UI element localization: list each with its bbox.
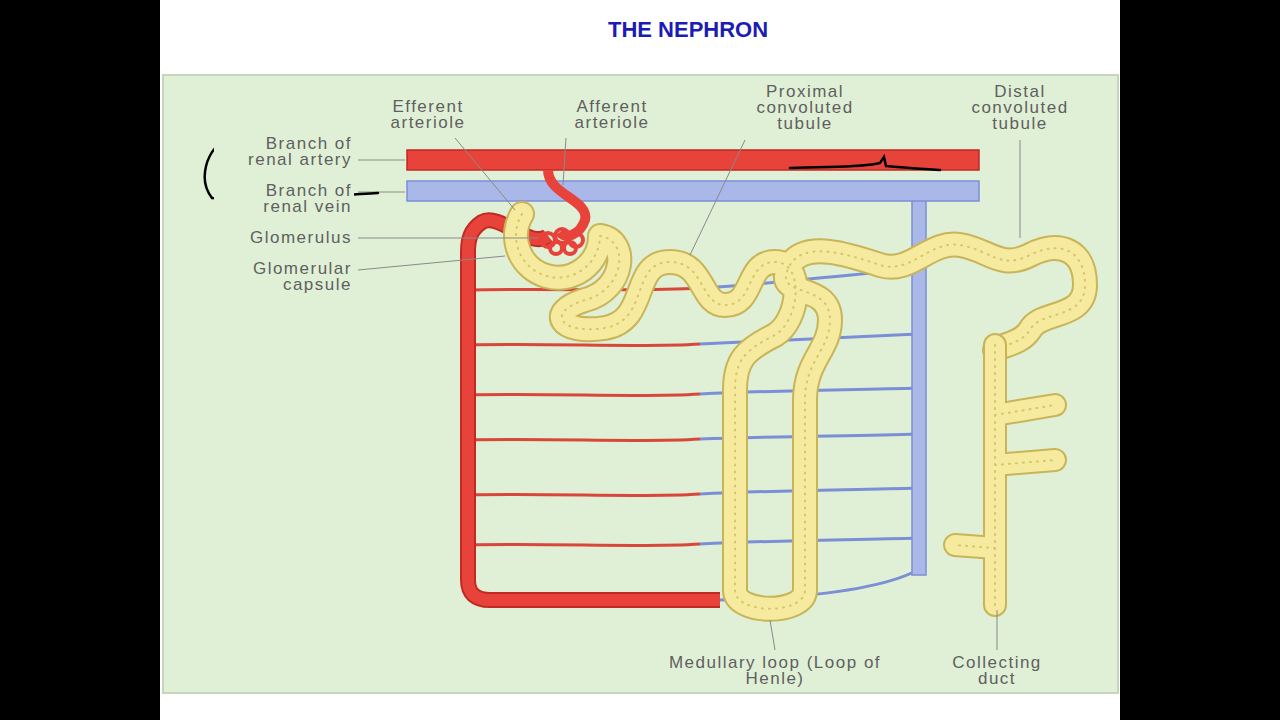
part-label: Glomerulus xyxy=(248,230,354,246)
diagram-panel xyxy=(163,75,1118,693)
glomerulus-knot xyxy=(541,229,583,254)
part-label: Afferent arteriole xyxy=(552,99,672,131)
part-label: Collecting duct xyxy=(929,655,1065,687)
tubule xyxy=(516,214,1085,609)
part-label: Branch of renal vein xyxy=(214,183,354,215)
part-label: Medullary loop (Loop of Henle) xyxy=(655,655,895,687)
renal-artery-branch xyxy=(407,150,979,170)
part-label: Branch of renal artery xyxy=(214,136,354,168)
side-bar xyxy=(0,0,160,720)
part-label: Proximal convoluted tubule xyxy=(742,84,868,132)
part-label: Glomerular capsule xyxy=(224,261,354,293)
diagram-title: THE NEPHRON xyxy=(608,17,768,43)
side-bar xyxy=(1120,0,1280,720)
capillary-network xyxy=(468,270,918,600)
leader-lines xyxy=(358,138,1020,650)
part-label: Distal convoluted tubule xyxy=(957,84,1083,132)
part-label: Efferent arteriole xyxy=(368,99,488,131)
afferent-arteriole xyxy=(548,170,585,236)
